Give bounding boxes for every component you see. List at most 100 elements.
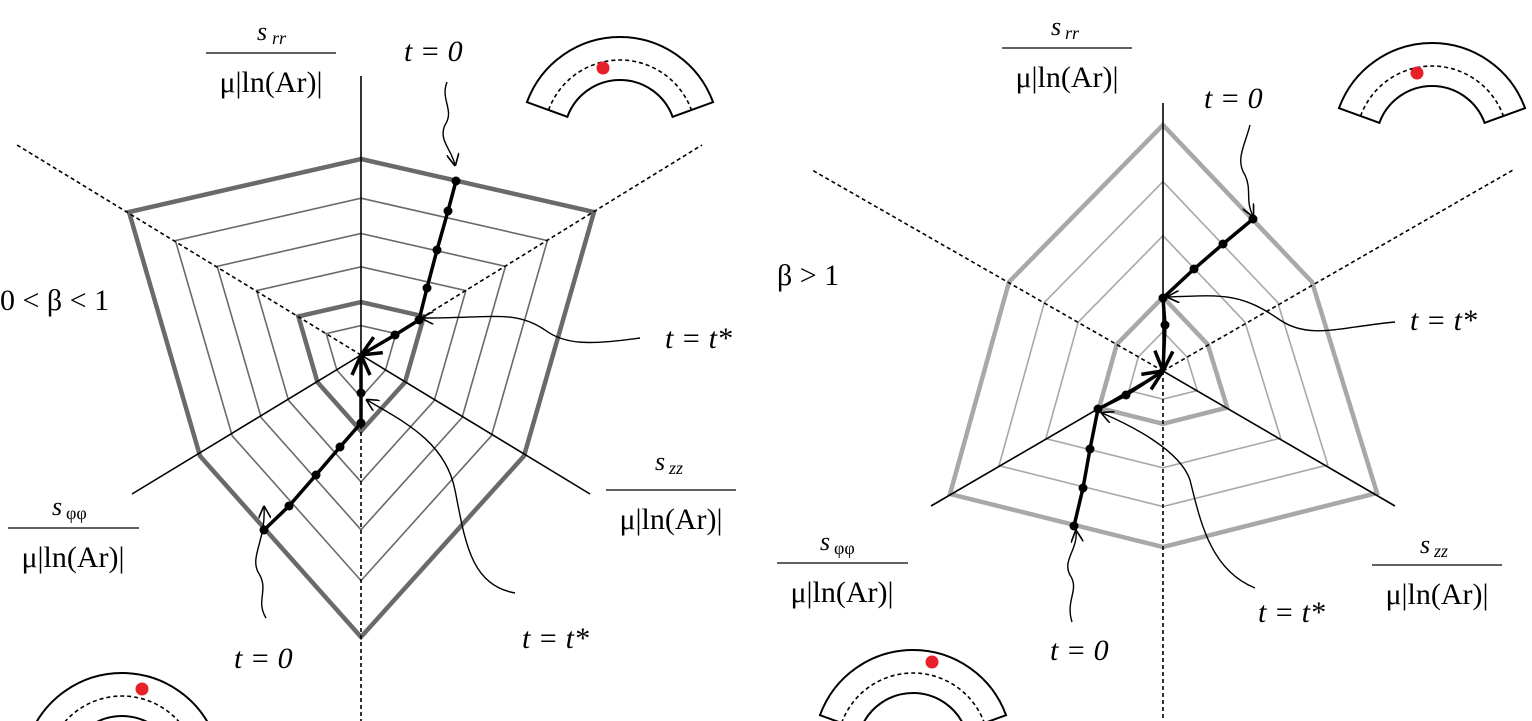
tube-cross-section-icons: [36, 35, 1527, 721]
trajectory-point: [1069, 521, 1079, 531]
trajectory-point: [356, 418, 366, 428]
trajectory-line: [1072, 369, 1164, 527]
numerator: s: [257, 17, 267, 46]
axis-label-phiphi: s φφ μ|ln(Ar)|: [8, 492, 139, 574]
trajectory-line: [1161, 217, 1255, 372]
axis-label-rr: s rr μ|ln(Ar)|: [206, 17, 336, 99]
mid-surface: [64, 695, 180, 721]
tube-wall: [36, 672, 208, 721]
material-point-dot: [596, 61, 610, 75]
label-lower-star: t = t*: [522, 622, 589, 655]
trajectory-point: [335, 442, 345, 452]
trajectory-point: [1085, 444, 1095, 454]
trajectory-arrowhead: [1141, 368, 1167, 391]
axis-label-phiphi: s φφ μ|ln(Ar)|: [777, 527, 908, 609]
trajectory-point: [414, 315, 424, 325]
label-lower-star: t = t*: [1258, 596, 1325, 629]
right-panel: β > 1 s rr μ|ln(Ar)| s φφ μ|ln(Ar)| s zz…: [777, 12, 1514, 721]
grid-level: [1044, 234, 1282, 469]
left-leaders: [255, 81, 641, 619]
trajectory-point: [356, 388, 366, 398]
leader-upper-start: [1240, 124, 1253, 216]
regime-label: β > 1: [777, 259, 839, 292]
mid-surface: [1359, 65, 1505, 117]
trajectory-point: [1189, 264, 1199, 274]
subscript: rr: [1065, 23, 1080, 43]
subscript: φφ: [834, 538, 855, 558]
regime-label: 0 < β < 1: [0, 284, 109, 317]
mid-surface: [841, 672, 985, 721]
denominator: μ|ln(Ar)|: [619, 503, 722, 536]
tube-wall: [1337, 41, 1527, 125]
tube-wall: [525, 35, 715, 119]
right-leaders: [1067, 124, 1396, 623]
trajectory-point: [284, 501, 294, 511]
trajectory-point: [443, 206, 453, 216]
tube-section-icon: [1337, 41, 1527, 125]
material-point-dot: [925, 655, 939, 669]
numerator: s: [52, 492, 62, 521]
trajectory-point: [1218, 239, 1228, 249]
label-lower-start: t = 0: [234, 642, 293, 675]
tube-section-icon: [36, 672, 208, 721]
axis-zz: [1162, 370, 1396, 507]
trajectory-point: [1158, 293, 1168, 303]
numerator: s: [655, 447, 665, 476]
label-upper-start: t = 0: [1204, 82, 1263, 115]
leader-upper-star: [422, 316, 641, 344]
axis-label-zz: s zz μ|ln(Ar)|: [1372, 530, 1502, 611]
axis-zz: [360, 354, 591, 495]
left-trajectories: [259, 176, 461, 535]
axis-dashed-upleft: [811, 169, 1164, 372]
right-labels: β > 1 s rr μ|ln(Ar)| s φφ μ|ln(Ar)| s zz…: [777, 12, 1502, 667]
denominator: μ|ln(Ar)|: [790, 576, 893, 609]
trajectory-point: [311, 470, 321, 480]
mid-surface: [547, 59, 693, 111]
material-point-dot: [1410, 66, 1424, 80]
trajectory-arrowhead: [350, 350, 372, 376]
trajectory-point: [390, 330, 400, 340]
subscript: zz: [668, 458, 683, 478]
trajectory-point: [1160, 320, 1170, 330]
trajectory-point: [259, 525, 269, 535]
leader-upper-star: [1168, 296, 1396, 332]
label-upper-star: t = t*: [665, 322, 732, 355]
subscript: rr: [272, 28, 287, 48]
subscript: φφ: [66, 503, 87, 523]
material-point-dot: [135, 682, 149, 696]
denominator: μ|ln(Ar)|: [1015, 61, 1118, 94]
tube-section-icon: [818, 648, 1008, 721]
label-upper-star: t = t*: [1410, 304, 1477, 337]
leader-lower-start: [1067, 531, 1076, 623]
numerator: s: [820, 527, 830, 556]
right-axes: [811, 103, 1514, 721]
leader-upper-start: [442, 81, 455, 165]
trajectory-point: [1121, 390, 1131, 400]
axis-dashed-upright: [1162, 169, 1514, 372]
trajectory-point: [1093, 404, 1103, 414]
axis-phiphi: [131, 354, 362, 495]
subscript: zz: [1433, 541, 1448, 561]
trajectory-point: [451, 176, 461, 186]
left-labels: 0 < β < 1 s rr μ|ln(Ar)| s φφ μ|ln(Ar)| …: [0, 17, 736, 675]
label-upper-start: t = 0: [404, 35, 463, 68]
leader-lower-start: [255, 507, 266, 619]
leader-lower-star: [1102, 413, 1256, 589]
numerator: s: [1051, 12, 1061, 41]
numerator: s: [1420, 530, 1430, 559]
left-panel: 0 < β < 1 s rr μ|ln(Ar)| s φφ μ|ln(Ar)| …: [0, 17, 736, 721]
axis-label-zz: s zz μ|ln(Ar)|: [606, 447, 736, 536]
axis-label-rr: s rr μ|ln(Ar)|: [1002, 12, 1132, 94]
denominator: μ|ln(Ar)|: [1385, 578, 1488, 611]
trajectory-point: [422, 283, 432, 293]
leader-lower-star: [367, 400, 516, 594]
axis-dashed-upleft: [16, 144, 362, 356]
denominator: μ|ln(Ar)|: [21, 541, 124, 574]
denominator: μ|ln(Ar)|: [219, 66, 322, 99]
trajectory-point: [432, 245, 442, 255]
label-lower-start: t = 0: [1050, 634, 1109, 667]
tube-section-icon: [525, 35, 715, 119]
trajectory-point: [1078, 483, 1088, 493]
right-trajectories: [1069, 214, 1258, 531]
